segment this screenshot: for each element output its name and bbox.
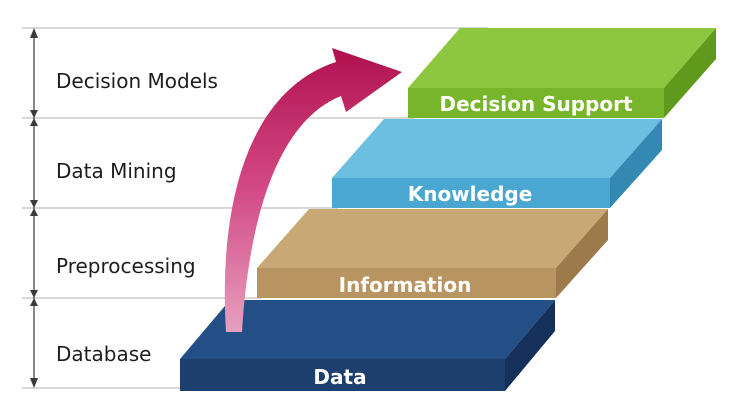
curved-arrow-icon xyxy=(224,48,402,332)
step-data-side xyxy=(505,300,555,391)
step-label-decision-support: Decision Support xyxy=(439,92,632,116)
step-label-knowledge: Knowledge xyxy=(408,182,533,206)
step-knowledge-front xyxy=(332,178,610,208)
step-knowledge-side xyxy=(610,119,662,208)
axis-arrow-icon xyxy=(30,110,38,118)
axis-arrow-icon xyxy=(30,298,38,306)
step-decision-support-top xyxy=(408,28,716,88)
step-knowledge: Knowledge xyxy=(332,119,662,208)
step-information-side xyxy=(556,209,608,298)
step-data: Data xyxy=(180,300,555,391)
step-decision-support-side xyxy=(664,28,716,118)
step-data-top xyxy=(180,300,555,359)
layer-label-data-mining: Data Mining xyxy=(56,159,177,183)
step-label-data: Data xyxy=(313,365,366,389)
layer-label-preprocessing: Preprocessing xyxy=(56,254,196,278)
layer-labels: Decision Models Data Mining Preprocessin… xyxy=(56,69,218,366)
axis-arrow-icon xyxy=(30,28,38,38)
layer-label-database: Database xyxy=(56,342,151,366)
vertical-axis xyxy=(30,28,38,388)
step-information-top xyxy=(257,209,608,268)
step-information: Information xyxy=(257,209,608,298)
axis-arrow-icon xyxy=(30,118,38,126)
separator-lines xyxy=(22,27,488,389)
axis-arrow-icon xyxy=(30,208,38,216)
layer-label-decision-models: Decision Models xyxy=(56,69,218,93)
axis-arrow-icon xyxy=(30,290,38,298)
step-label-information: Information xyxy=(339,273,472,297)
step-information-front xyxy=(257,268,556,298)
axis-arrow-icon xyxy=(30,200,38,208)
progression-arrow xyxy=(224,48,402,332)
step-decision-support-front xyxy=(408,88,664,118)
axis-arrow-icon xyxy=(30,378,38,388)
step-decision-support: Decision Support xyxy=(408,28,716,118)
step-knowledge-top xyxy=(332,119,662,178)
step-data-front xyxy=(180,359,505,391)
